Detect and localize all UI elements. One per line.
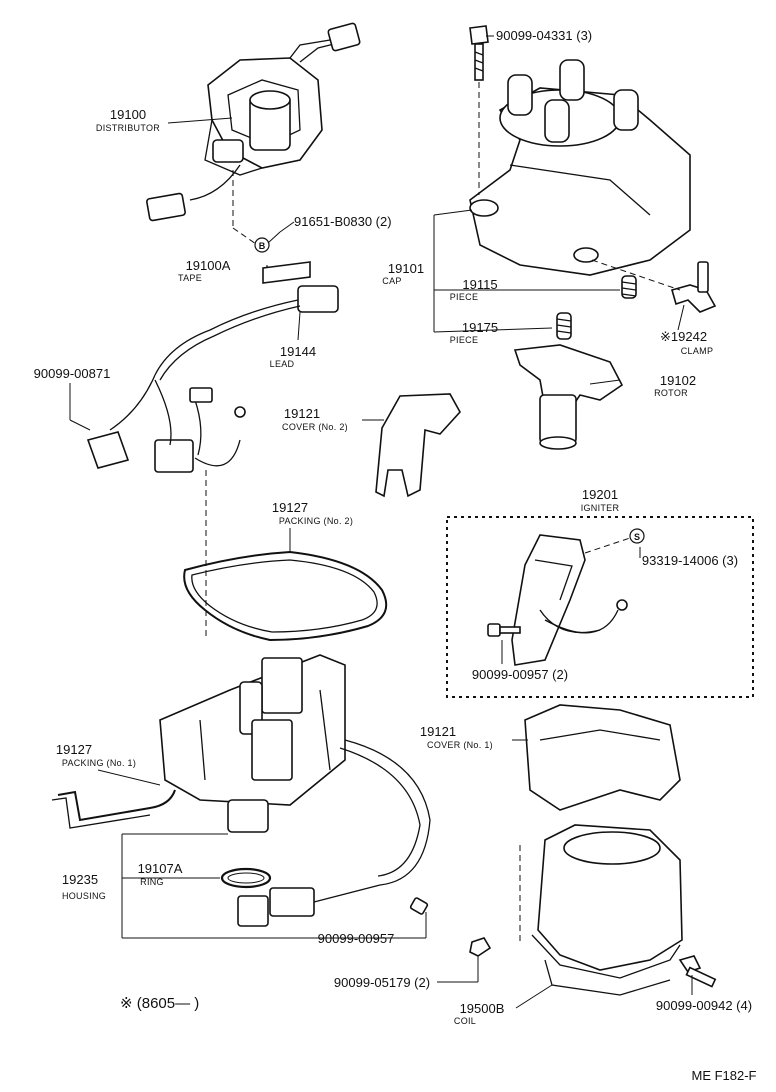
label-19500b-pn: 19500B xyxy=(460,1001,505,1016)
bolt-00942-drawing xyxy=(678,955,717,988)
label-19121-lower-name: COVER (No. 1) xyxy=(427,740,493,750)
label-19101-pn: 19101 xyxy=(388,261,424,276)
packing-no2-drawing xyxy=(183,550,388,642)
coil-drawing xyxy=(531,824,683,996)
label-19127-lower-name: PACKING (No. 1) xyxy=(62,758,136,768)
leader-91651b xyxy=(279,221,295,233)
label-19144-name: LEAD xyxy=(270,359,295,369)
distributor-drawing xyxy=(146,22,361,222)
lead-drawing xyxy=(86,285,339,473)
label-00957-igniter: 90099-00957 (2) xyxy=(472,667,568,682)
label-19201-name: IGNITER xyxy=(581,503,620,513)
label-19235-pn: 19235 xyxy=(62,872,98,887)
label-19121-upper-pn: 19121 xyxy=(284,406,320,421)
label-19127-upper-name: PACKING (No. 2) xyxy=(279,516,353,526)
ring-drawing xyxy=(220,867,272,889)
label-19100-name: DISTRIBUTOR xyxy=(96,123,160,133)
label-14006: 93319-14006 (3) xyxy=(642,553,738,568)
nut-05179-drawing xyxy=(469,937,492,957)
b-marker-label: B xyxy=(259,241,266,251)
label-19175-name: PIECE xyxy=(450,335,479,345)
piece-spring-upper xyxy=(621,275,637,299)
label-19115-upper-pn: 19115 xyxy=(462,277,497,292)
ring-inner xyxy=(227,872,265,884)
label-19242-name: CLAMP xyxy=(681,346,714,356)
label-19242-pn: ※19242 xyxy=(660,329,707,344)
packing-no1-drawing xyxy=(57,789,176,822)
label-91651: 91651-B0830 (2) xyxy=(294,214,392,229)
label-19101-name: CAP xyxy=(382,276,401,286)
label-00957-housing: 90099-00957 xyxy=(318,931,395,946)
cover-no2-drawing xyxy=(375,393,461,498)
label-04331: 90099-04331 (3) xyxy=(496,28,592,43)
tape-drawing xyxy=(262,261,311,284)
leader-s xyxy=(584,537,631,554)
label-19102-name: ROTOR xyxy=(654,388,688,398)
packing-no2-inner xyxy=(191,559,378,633)
label-00942: 90099-00942 (4) xyxy=(656,998,752,1013)
leader-distributor-b2 xyxy=(232,227,257,245)
housing-drawing xyxy=(159,654,431,886)
piece-spring-lower xyxy=(556,312,572,340)
label-05179: 90099-05179 (2) xyxy=(334,975,430,990)
label-19115-upper-name: PIECE xyxy=(450,292,479,302)
leader-clamp-dash xyxy=(591,259,681,291)
label-19175-pn: 19175 xyxy=(462,320,498,335)
s-marker-label: S xyxy=(634,532,640,542)
igniter-box xyxy=(446,516,754,698)
bolt-00957-housing-drawing xyxy=(409,897,429,915)
cover-no1-detail xyxy=(539,729,661,741)
label-19235-name: HOUSING xyxy=(62,891,106,901)
label-19127-lower-pn: 19127 xyxy=(56,742,92,757)
label-19102-pn: 19102 xyxy=(660,373,696,388)
label-19121-lower-pn: 19121 xyxy=(420,724,456,739)
label-19107a-name: RING xyxy=(140,877,164,887)
cover-no1-drawing xyxy=(524,704,681,811)
igniter-drawing xyxy=(511,534,628,666)
label-19100a-name: TAPE xyxy=(178,273,202,283)
housing-connector-drawing xyxy=(237,884,381,927)
label-19144-pn: 19144 xyxy=(280,344,316,359)
leader-lines xyxy=(69,35,693,1009)
b-marker-icon xyxy=(254,237,270,253)
label-00871: 90099-00871 xyxy=(34,366,111,381)
label-19500b-name: COIL xyxy=(454,1016,476,1026)
rotor-drawing xyxy=(513,344,624,450)
label-19100a-pn: 19100A xyxy=(186,258,231,273)
clamp-drawing xyxy=(671,261,717,313)
bolt-04331-drawing xyxy=(469,25,489,81)
label-19201-pn: 19201 xyxy=(582,487,618,502)
label-19121-upper-name: COVER (No. 2) xyxy=(282,422,348,432)
leader-91651 xyxy=(267,231,281,244)
s-marker-icon xyxy=(629,528,645,544)
label-19107a-pn: 19107A xyxy=(138,861,183,876)
bolt-00957-igniter-drawing xyxy=(487,623,521,637)
cap-drawing xyxy=(469,59,691,276)
label-19127-upper-pn: 19127 xyxy=(272,500,308,515)
packing-no1-inner xyxy=(51,797,151,829)
label-19100-pn: 19100 xyxy=(110,107,146,122)
figure-code: ME F182-F xyxy=(691,1068,756,1083)
footnote-applicability: ※ (8605— ) xyxy=(120,995,199,1012)
